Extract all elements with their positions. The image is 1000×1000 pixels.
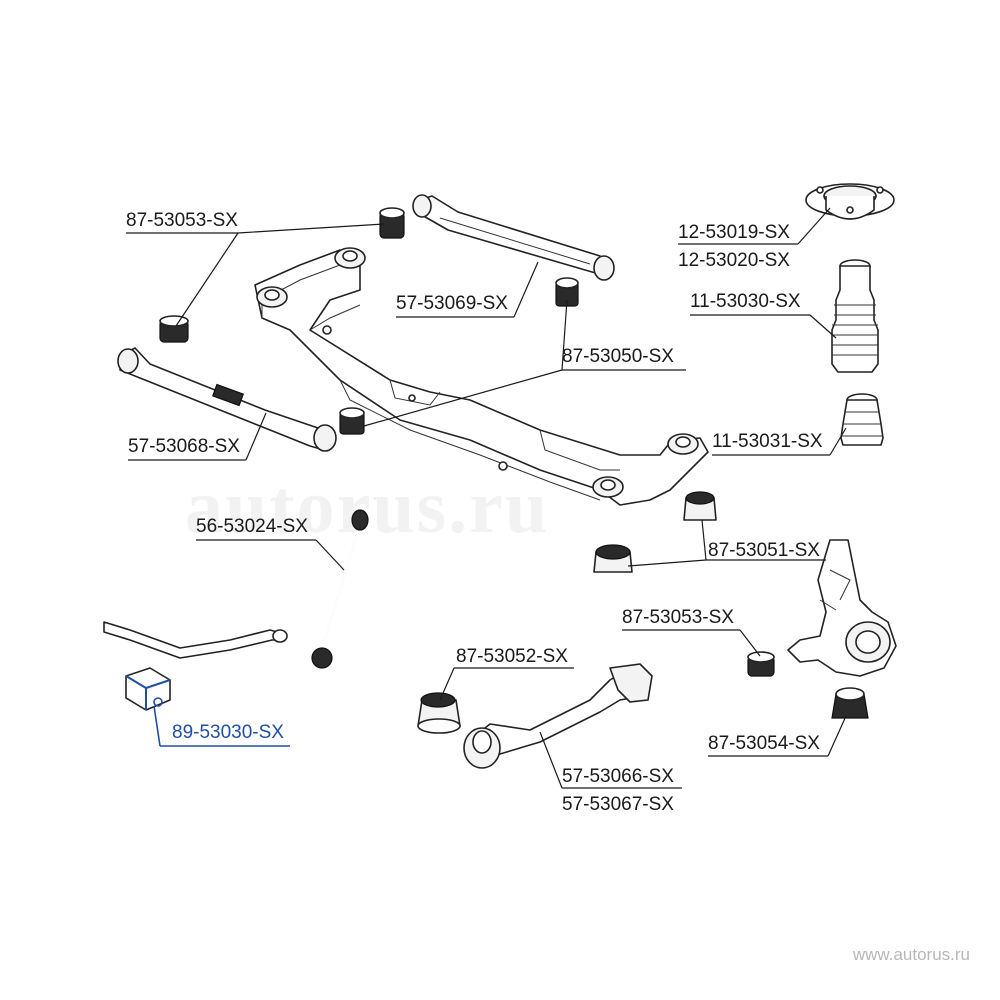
bushing-87-53050-b[interactable]: [339, 407, 365, 435]
label-57-53068[interactable]: 57-53068-SX: [128, 436, 240, 457]
stabilizer-bar[interactable]: [103, 621, 288, 659]
trailing-arm-57-53066[interactable]: [463, 663, 653, 769]
leader-57-53066-a: [539, 731, 563, 789]
label-87-53053-right[interactable]: 87-53053-SX: [622, 607, 734, 628]
dust-boot-11-53030[interactable]: [831, 259, 879, 373]
bump-stop-11-53031[interactable]: [840, 393, 884, 446]
watermark-url: www.autorus.ru: [852, 945, 970, 964]
label-12-53020[interactable]: 12-53020-SX: [678, 250, 790, 271]
label-57-53067[interactable]: 57-53067-SX: [562, 794, 674, 815]
leader-87-53051-a: [701, 519, 707, 561]
label-11-53030[interactable]: 11-53030-SX: [690, 291, 801, 312]
label-87-53052[interactable]: 87-53052-SX: [456, 646, 568, 667]
label-89-53030[interactable]: 89-53030-SX: [172, 722, 284, 743]
watermark-text: autorus.ru: [185, 465, 549, 549]
bushing-87-53054[interactable]: [831, 687, 869, 719]
lower-arm-57-53068[interactable]: [117, 347, 337, 452]
leader-12-53019-a: [797, 207, 831, 245]
bushing-87-53053-right[interactable]: [747, 651, 775, 677]
stabilizer-link-56-53024[interactable]: [311, 509, 369, 669]
label-57-53066[interactable]: 57-53066-SX: [562, 766, 674, 787]
label-87-53053-top[interactable]: 87-53053-SX: [126, 210, 238, 231]
leader-57-53068-a: [245, 412, 267, 461]
leader-87-53051-b: [627, 559, 707, 567]
label-11-53031[interactable]: 11-53031-SX: [712, 431, 823, 452]
label-87-53054[interactable]: 87-53054-SX: [708, 733, 820, 754]
leader-11-53031-a: [829, 427, 847, 456]
leader-87-53053-right-a: [739, 629, 761, 657]
bushing-87-53050-a[interactable]: [555, 277, 579, 307]
leader-87-53054-a: [827, 715, 847, 757]
leader-11-53030-a: [809, 314, 837, 339]
bushing-87-53052[interactable]: [417, 692, 461, 734]
label-56-53024[interactable]: 56-53024-SX: [196, 516, 308, 537]
leader-87-53053-top-a: [237, 223, 385, 234]
leader-87-53050-a: [561, 299, 568, 371]
label-12-53019[interactable]: 12-53019-SX: [678, 222, 790, 243]
leader-57-53069-a: [513, 261, 539, 318]
bushing-87-53051-b[interactable]: [593, 544, 633, 573]
leader-56-53024-a: [315, 539, 345, 571]
leader-87-53052-a: [439, 667, 455, 701]
strut-mount[interactable]: [805, 183, 895, 220]
bushing-87-53053-left[interactable]: [159, 315, 189, 343]
bushing-87-53051-a[interactable]: [683, 491, 717, 521]
stabilizer-bushing-89-53030[interactable]: [125, 667, 171, 711]
label-87-53051[interactable]: 87-53051-SX: [708, 540, 820, 561]
label-87-53050[interactable]: 87-53050-SX: [562, 346, 674, 367]
leader-87-53050-b: [363, 369, 563, 427]
rear-knuckle[interactable]: [787, 539, 897, 677]
upper-arm-57-53069[interactable]: [412, 194, 615, 281]
leader-89-53030-a: [153, 705, 161, 747]
label-57-53069[interactable]: 57-53069-SX: [396, 293, 508, 314]
rear-subframe[interactable]: [254, 247, 709, 506]
leader-87-53053-top-b: [175, 232, 239, 327]
bushing-87-53053-top[interactable]: [379, 207, 405, 239]
